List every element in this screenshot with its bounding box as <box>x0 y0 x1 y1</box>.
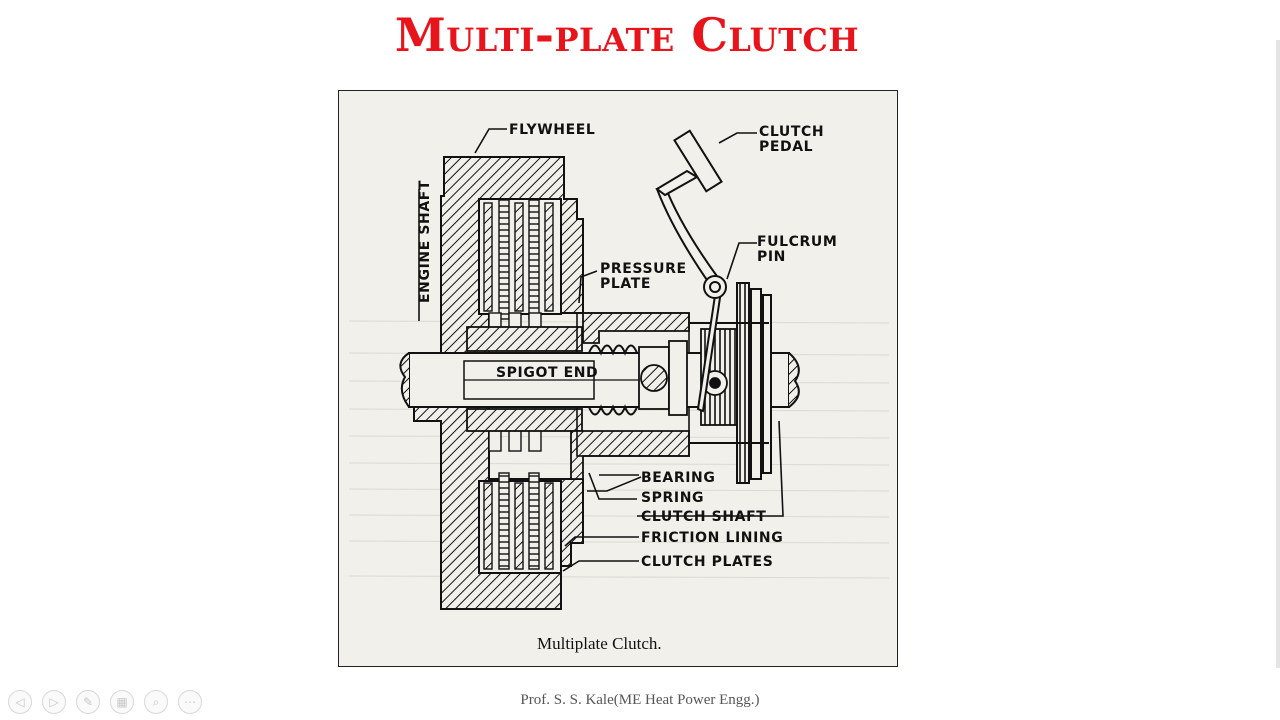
label-friction-lining: FRICTION LINING <box>641 530 783 546</box>
label-spigot-end: SPIGOT END <box>496 365 598 381</box>
more-options-icon[interactable]: ⋯ <box>178 690 202 714</box>
slide-footer: Prof. S. S. Kale(ME Heat Power Engg.) <box>520 692 760 708</box>
label-pressure-plate-line1: PRESSURE <box>600 261 687 277</box>
label-clutch-pedal-line1: CLUTCH <box>759 124 824 140</box>
slide-title: Multi-plate Clutch <box>394 8 860 62</box>
slideshow-controls: ◁ ▷ ✎ ▦ ⌕ ⋯ <box>8 690 202 714</box>
label-engine-shaft: ENGINE SHAFT <box>417 180 433 303</box>
figure-caption: Multiplate Clutch. <box>537 634 662 653</box>
pressure-plate <box>571 312 690 344</box>
zoom-icon[interactable]: ⌕ <box>144 690 168 714</box>
label-flywheel: FLYWHEEL <box>509 122 595 138</box>
clutch-spring <box>588 344 638 416</box>
clutch-pedal <box>655 129 727 413</box>
label-pressure-plate-line2: PLATE <box>600 276 651 292</box>
previous-slide-icon[interactable]: ◁ <box>8 690 32 714</box>
pen-icon[interactable]: ✎ <box>76 690 100 714</box>
release-fork <box>689 282 772 484</box>
next-slide-icon[interactable]: ▷ <box>42 690 66 714</box>
label-clutch-shaft: CLUTCH SHAFT <box>641 509 766 525</box>
label-fulcrum-pin-line2: PIN <box>757 249 786 265</box>
clutch-hub <box>466 326 583 352</box>
clutch-diagram: FLYWHEEL CLUTCH PEDAL ENGINE SHAFT FULCR… <box>338 90 898 667</box>
label-clutch-plates: CLUTCH PLATES <box>641 554 773 570</box>
label-bearing: BEARING <box>641 470 715 486</box>
label-spring: SPRING <box>641 490 704 506</box>
label-clutch-pedal-line2: PEDAL <box>759 139 813 155</box>
label-fulcrum-pin-line1: FULCRUM <box>757 234 837 250</box>
clutch-plates-bottom <box>483 428 554 570</box>
slides-grid-icon[interactable]: ▦ <box>110 690 134 714</box>
scrollbar-edge <box>1276 40 1280 668</box>
leader-lines <box>418 128 784 572</box>
